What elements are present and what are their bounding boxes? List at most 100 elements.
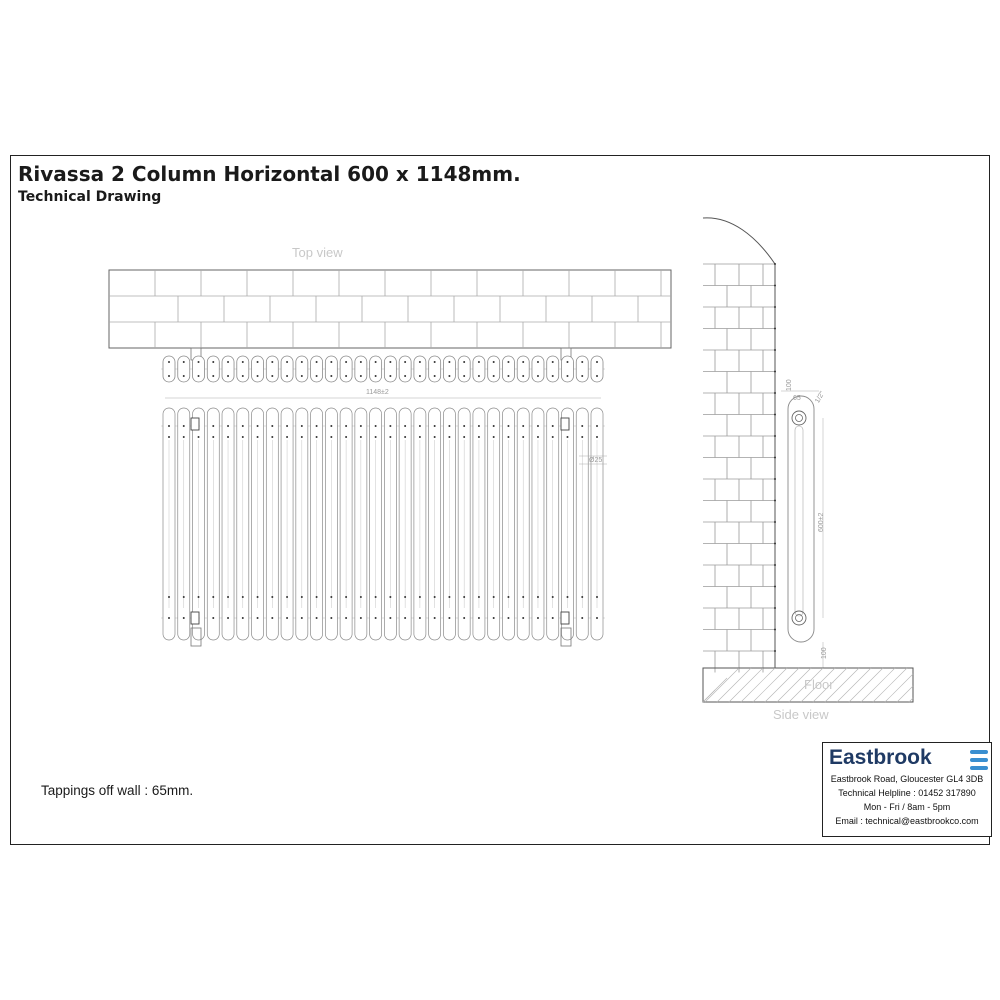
front-dot — [448, 436, 451, 438]
top-view-dot — [536, 361, 539, 363]
wall-dot — [774, 392, 776, 394]
front-dot — [389, 436, 392, 438]
top-view-column — [251, 355, 264, 383]
floor-hatch — [908, 697, 914, 703]
top-view-dot — [182, 375, 185, 377]
front-dot — [256, 436, 259, 438]
top-view-column — [428, 355, 442, 383]
top-view-column — [162, 355, 176, 383]
front-dot — [212, 436, 215, 438]
floor-hatch — [704, 667, 740, 703]
front-dot — [536, 425, 539, 427]
top-view-column — [561, 355, 574, 383]
top-view-column — [221, 355, 235, 383]
front-dot — [477, 425, 480, 427]
front-dot — [345, 617, 348, 619]
front-dot — [271, 617, 274, 619]
front-dot — [286, 436, 289, 438]
front-valve — [190, 417, 200, 431]
wall-dot — [774, 478, 776, 480]
floor-hatch — [752, 667, 788, 703]
front-dot — [581, 617, 584, 619]
floor-hatch — [764, 667, 800, 703]
front-dot — [300, 425, 303, 427]
front-dot — [389, 617, 392, 619]
front-dot — [566, 436, 569, 438]
front-dot — [404, 425, 407, 427]
width-dimension: 1148±2 — [366, 389, 389, 396]
front-dot — [227, 436, 230, 438]
front-dot — [182, 596, 185, 598]
front-dot — [359, 596, 362, 598]
floor-hatch — [824, 667, 860, 703]
eastbrook-logo-icon — [970, 750, 988, 770]
top-view-dot — [389, 361, 392, 363]
top-view-dot — [330, 375, 333, 377]
front-dot — [418, 596, 421, 598]
front-dot — [581, 596, 584, 598]
top-view-dot — [507, 375, 510, 377]
top-view-dot — [581, 375, 584, 377]
top-view-dot — [389, 375, 392, 377]
top-view-dot — [286, 375, 289, 377]
top-view-column — [443, 355, 456, 383]
top-view-dot — [359, 361, 362, 363]
tapping-note: Tappings off wall : 65mm. — [41, 783, 194, 798]
top-view-column — [280, 355, 294, 383]
brand-email: Email : technical@eastbrookco.com — [835, 816, 979, 826]
floor-hatch — [872, 667, 908, 703]
front-dot — [271, 436, 274, 438]
depth-dimension: 100 — [786, 379, 793, 391]
top-view-dot — [256, 375, 259, 377]
front-dot — [182, 425, 185, 427]
brand-address: Eastbrook Road, Gloucester GL4 3DB — [830, 774, 984, 784]
floor-slab — [702, 667, 914, 703]
top-view-dot — [566, 361, 569, 363]
front-dot — [418, 425, 421, 427]
top-view-dot — [522, 361, 525, 363]
front-dot — [477, 617, 480, 619]
brand-name: Eastbrook — [829, 746, 932, 769]
front-dot — [168, 617, 170, 619]
front-dot — [168, 425, 170, 427]
top-view-dot — [536, 375, 539, 377]
front-dot — [345, 425, 348, 427]
front-dot — [300, 436, 303, 438]
top-view-dot — [256, 361, 259, 363]
front-dot — [477, 596, 480, 598]
top-view-dot — [596, 361, 598, 363]
top-view-dot — [596, 375, 598, 377]
depth-inner-dimension: 65 — [793, 395, 801, 402]
front-dot — [404, 436, 407, 438]
front-dot — [404, 617, 407, 619]
top-view-column — [472, 355, 486, 383]
front-dot — [359, 425, 362, 427]
front-dot — [477, 436, 480, 438]
top-view-column — [413, 355, 427, 383]
front-dot — [418, 617, 421, 619]
front-dot — [374, 425, 377, 427]
front-dot — [182, 617, 185, 619]
side-radiator-inner — [794, 425, 804, 617]
front-dot — [315, 596, 318, 598]
front-dot — [197, 596, 200, 598]
front-dot — [492, 425, 495, 427]
top-view-dot — [492, 361, 495, 363]
top-view-columns — [161, 355, 605, 399]
top-view-label: Top view — [292, 245, 343, 260]
floor-hatch — [702, 677, 728, 703]
front-dot — [522, 425, 525, 427]
front-dot — [271, 596, 274, 598]
wall-dot — [774, 327, 776, 330]
front-dot — [463, 596, 466, 598]
front-dot — [492, 617, 495, 619]
wall-dot — [774, 564, 776, 566]
side-radiator-profile — [787, 395, 815, 643]
top-view-dot — [404, 375, 407, 377]
top-view-column — [575, 355, 589, 383]
top-view-dot — [212, 361, 215, 363]
top-view-dot — [551, 375, 554, 377]
front-dot — [596, 617, 598, 619]
brand-box: Eastbrook Eastbrook Road, Gloucester GL4… — [822, 742, 992, 837]
top-view-dot — [477, 361, 480, 363]
